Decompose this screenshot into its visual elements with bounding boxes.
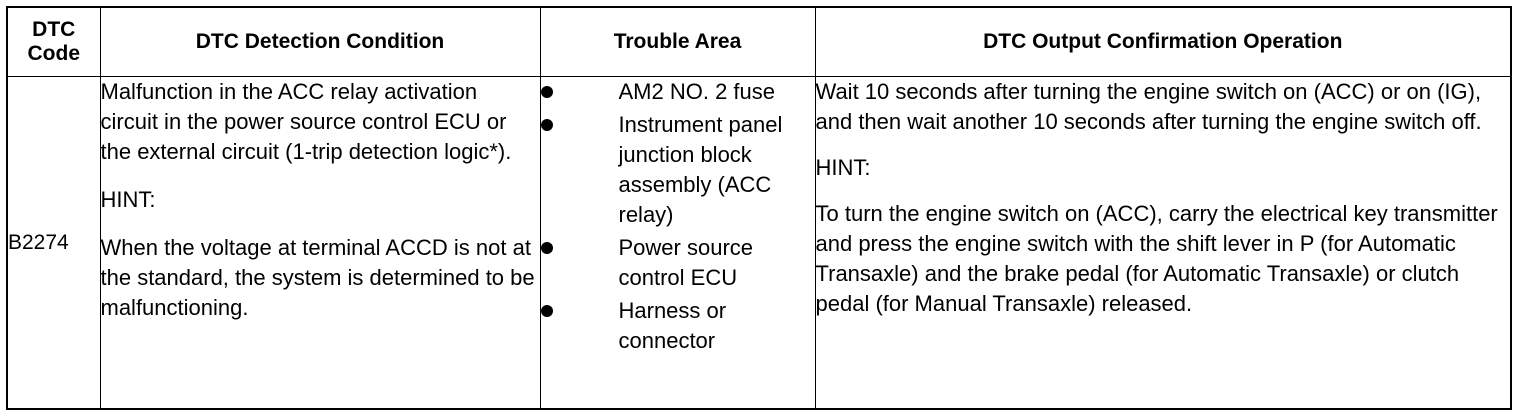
dtc-code-cell: B2274 <box>6 76 101 410</box>
list-item: Instrument panel junction block assembly… <box>540 110 815 230</box>
header-dtc-code-line1: DTC <box>32 18 76 41</box>
bullet-icon <box>540 119 553 131</box>
bullet-icon <box>540 305 553 317</box>
condition-hint-label: HINT: <box>100 187 156 212</box>
header-trouble-area: Trouble Area <box>539 6 816 77</box>
list-item: AM2 NO. 2 fuse <box>540 77 815 107</box>
detection-condition-cell: Malfunction in the ACC relay activation … <box>99 76 541 410</box>
table-row: B2274 Malfunction in the ACC relay activ… <box>6 76 1512 410</box>
condition-text: Malfunction in the ACC relay activation … <box>100 79 512 164</box>
confirmation-operation-cell: Wait 10 seconds after turning the engine… <box>814 76 1512 410</box>
trouble-area-list: AM2 NO. 2 fuse Instrument panel junction… <box>540 77 815 356</box>
header-confirmation-operation: DTC Output Confirmation Operation <box>814 6 1512 77</box>
bullet-icon <box>540 242 553 254</box>
header-dtc-code-line2: Code <box>27 42 81 65</box>
bullet-icon <box>540 86 553 98</box>
confirmation-text: Wait 10 seconds after turning the engine… <box>815 79 1482 134</box>
condition-hint-text: When the voltage at terminal ACCD is not… <box>100 235 535 320</box>
header-detection-condition: DTC Detection Condition <box>99 6 541 77</box>
list-item: Harness or connector <box>540 296 815 356</box>
confirmation-hint-label: HINT: <box>815 155 871 180</box>
trouble-area-cell: AM2 NO. 2 fuse Instrument panel junction… <box>539 76 816 410</box>
trouble-area-item: Instrument panel junction block assembly… <box>618 112 783 227</box>
trouble-area-item: Power source control ECU <box>618 235 754 290</box>
trouble-area-item: AM2 NO. 2 fuse <box>618 79 776 104</box>
list-item: Power source control ECU <box>540 233 815 293</box>
confirmation-hint-text: To turn the engine switch on (ACC), carr… <box>815 201 1498 316</box>
trouble-area-item: Harness or connector <box>618 298 727 353</box>
dtc-table: DTC Code DTC Detection Condition Trouble… <box>6 6 1512 410</box>
header-row: DTC Code DTC Detection Condition Trouble… <box>6 6 1512 77</box>
header-dtc-code: DTC Code <box>6 6 101 77</box>
